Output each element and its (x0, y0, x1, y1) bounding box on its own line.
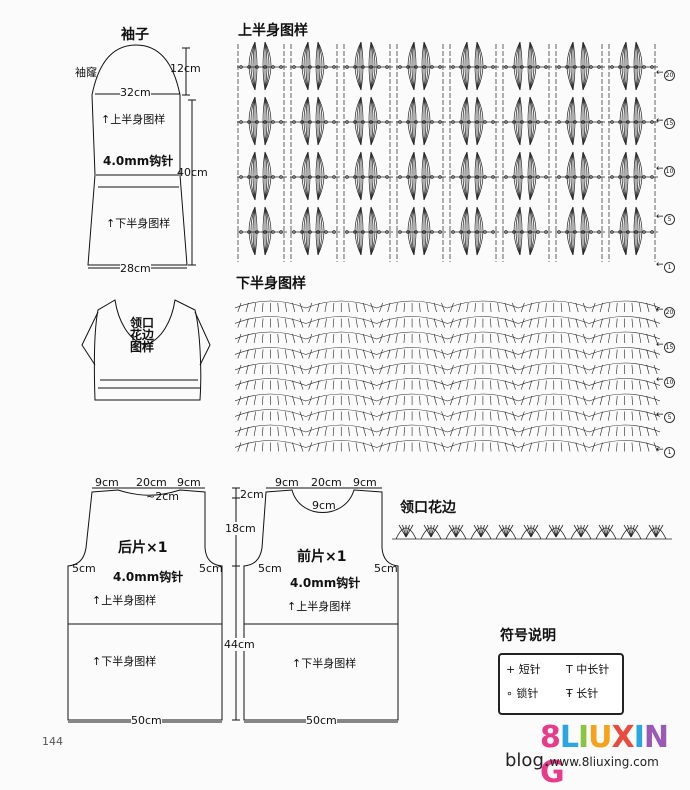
dim-top: 2cm (240, 488, 264, 501)
logo-letter: X (611, 720, 635, 755)
logo-letter: 8 (540, 720, 561, 755)
schematic-lines (67, 44, 399, 723)
legend-item-hdc: T 中长针 (566, 663, 610, 676)
site-url: blog.www.8liuxing.com (505, 750, 659, 771)
front-side-right: 5cm (374, 562, 398, 575)
sleeve-upper-pattern: ↑上半身图样 (101, 113, 166, 126)
back-neck-width: 20cm (136, 476, 167, 489)
upper-chart-stitches (237, 41, 658, 262)
front-shoulder-right: 9cm (353, 476, 377, 489)
front-upper-pattern: ↑上半身图样 (287, 600, 352, 613)
lower-row-arrow-icon: ← (656, 375, 664, 385)
back-neck-depth: ~2cm (146, 490, 179, 503)
logo-letter: I (578, 720, 589, 755)
back-shoulder-left: 9cm (95, 476, 119, 489)
front-bottom-width: 50cm (306, 714, 337, 727)
lower-row-arrow-icon: ← (656, 445, 664, 455)
neckline-label-2: 花边 (130, 328, 155, 342)
sleeve-lower-pattern: ↑下半身图样 (106, 217, 171, 230)
legend-item-sc: + 短针 (506, 663, 541, 676)
legend-title: 符号说明 (500, 628, 556, 644)
dim-total: 44cm (224, 638, 255, 651)
upper-body-chart (235, 40, 660, 262)
lower-row-marker: 10 (664, 377, 675, 388)
sleeve-bottom-width: 28cm (120, 262, 151, 275)
lower-row-marker: 5 (664, 412, 675, 423)
logo-letter: U (588, 720, 612, 755)
sleeve-cap-height: 12cm (170, 62, 201, 75)
front-shoulder-left: 9cm (275, 476, 299, 489)
back-side-left: 5cm (72, 562, 96, 575)
neck-edge-chart (392, 515, 672, 545)
sleeve-hook: 4.0mm钩针 (103, 154, 174, 168)
upper-row-marker: 15 (664, 118, 675, 129)
legend-item-dc: Ŧ 长针 (566, 687, 599, 700)
lower-row-arrow-icon: ← (656, 340, 664, 350)
upper-row-arrow-icon: ← (656, 68, 664, 78)
front-hook: 4.0mm钩针 (290, 576, 361, 590)
lower-row-marker: 1 (664, 447, 675, 458)
logo-letter: L (559, 720, 579, 755)
front-title: 前片×1 (297, 549, 347, 565)
upper-row-marker: 1 (664, 262, 675, 273)
edge-chart-stitches (392, 524, 672, 540)
neckline-label-1: 领口 (130, 316, 155, 330)
neckline-label-3: 图样 (130, 340, 155, 354)
sleeve-length: 40cm (177, 166, 208, 179)
sleeve-cap-label: 袖窿 (75, 66, 97, 79)
front-lower-pattern: ↑下半身图样 (292, 657, 357, 670)
upper-row-arrow-icon: ← (656, 116, 664, 126)
back-upper-pattern: ↑上半身图样 (92, 594, 157, 607)
page-number: 144 (42, 735, 63, 748)
lower-chart-title: 下半身图样 (236, 276, 306, 292)
back-lower-pattern: ↑下半身图样 (92, 655, 157, 668)
dim-armhole: 18cm (225, 522, 256, 535)
back-bottom-width: 50cm (131, 714, 162, 727)
symbol-legend: + 短针 T 中长针 ∘ 锁针 Ŧ 长针 (498, 653, 624, 715)
upper-row-marker: 10 (664, 166, 675, 177)
front-side-left: 5cm (258, 562, 282, 575)
upper-row-marker: 5 (664, 214, 675, 225)
site-logo: 8LIUXING (540, 720, 690, 790)
upper-row-marker: 20 (664, 70, 675, 81)
legend-item-ch: ∘ 锁针 (506, 687, 539, 700)
lower-chart-stitches (235, 300, 660, 452)
lower-row-marker: 15 (664, 342, 675, 353)
back-hook: 4.0mm钩针 (113, 570, 184, 584)
upper-row-arrow-icon: ← (656, 260, 664, 270)
lower-row-arrow-icon: ← (656, 410, 664, 420)
upper-chart-title: 上半身图样 (238, 23, 308, 39)
lower-row-arrow-icon: ← (656, 305, 664, 315)
sleeve-top-width: 32cm (120, 86, 151, 99)
sleeve-title: 袖子 (121, 27, 149, 43)
upper-row-arrow-icon: ← (656, 164, 664, 174)
back-side-right: 5cm (199, 562, 223, 575)
front-neck-width: 20cm (311, 476, 342, 489)
edge-chart-title: 领口花边 (400, 500, 456, 516)
logo-letter: N (643, 720, 669, 755)
logo-letter: I (633, 720, 645, 755)
upper-row-arrow-icon: ← (656, 212, 664, 222)
back-title: 后片×1 (118, 540, 168, 556)
back-shoulder-right: 9cm (177, 476, 201, 489)
front-neck-depth: 9cm (312, 499, 336, 512)
lower-row-marker: 20 (664, 307, 675, 318)
lower-body-chart (235, 290, 660, 456)
